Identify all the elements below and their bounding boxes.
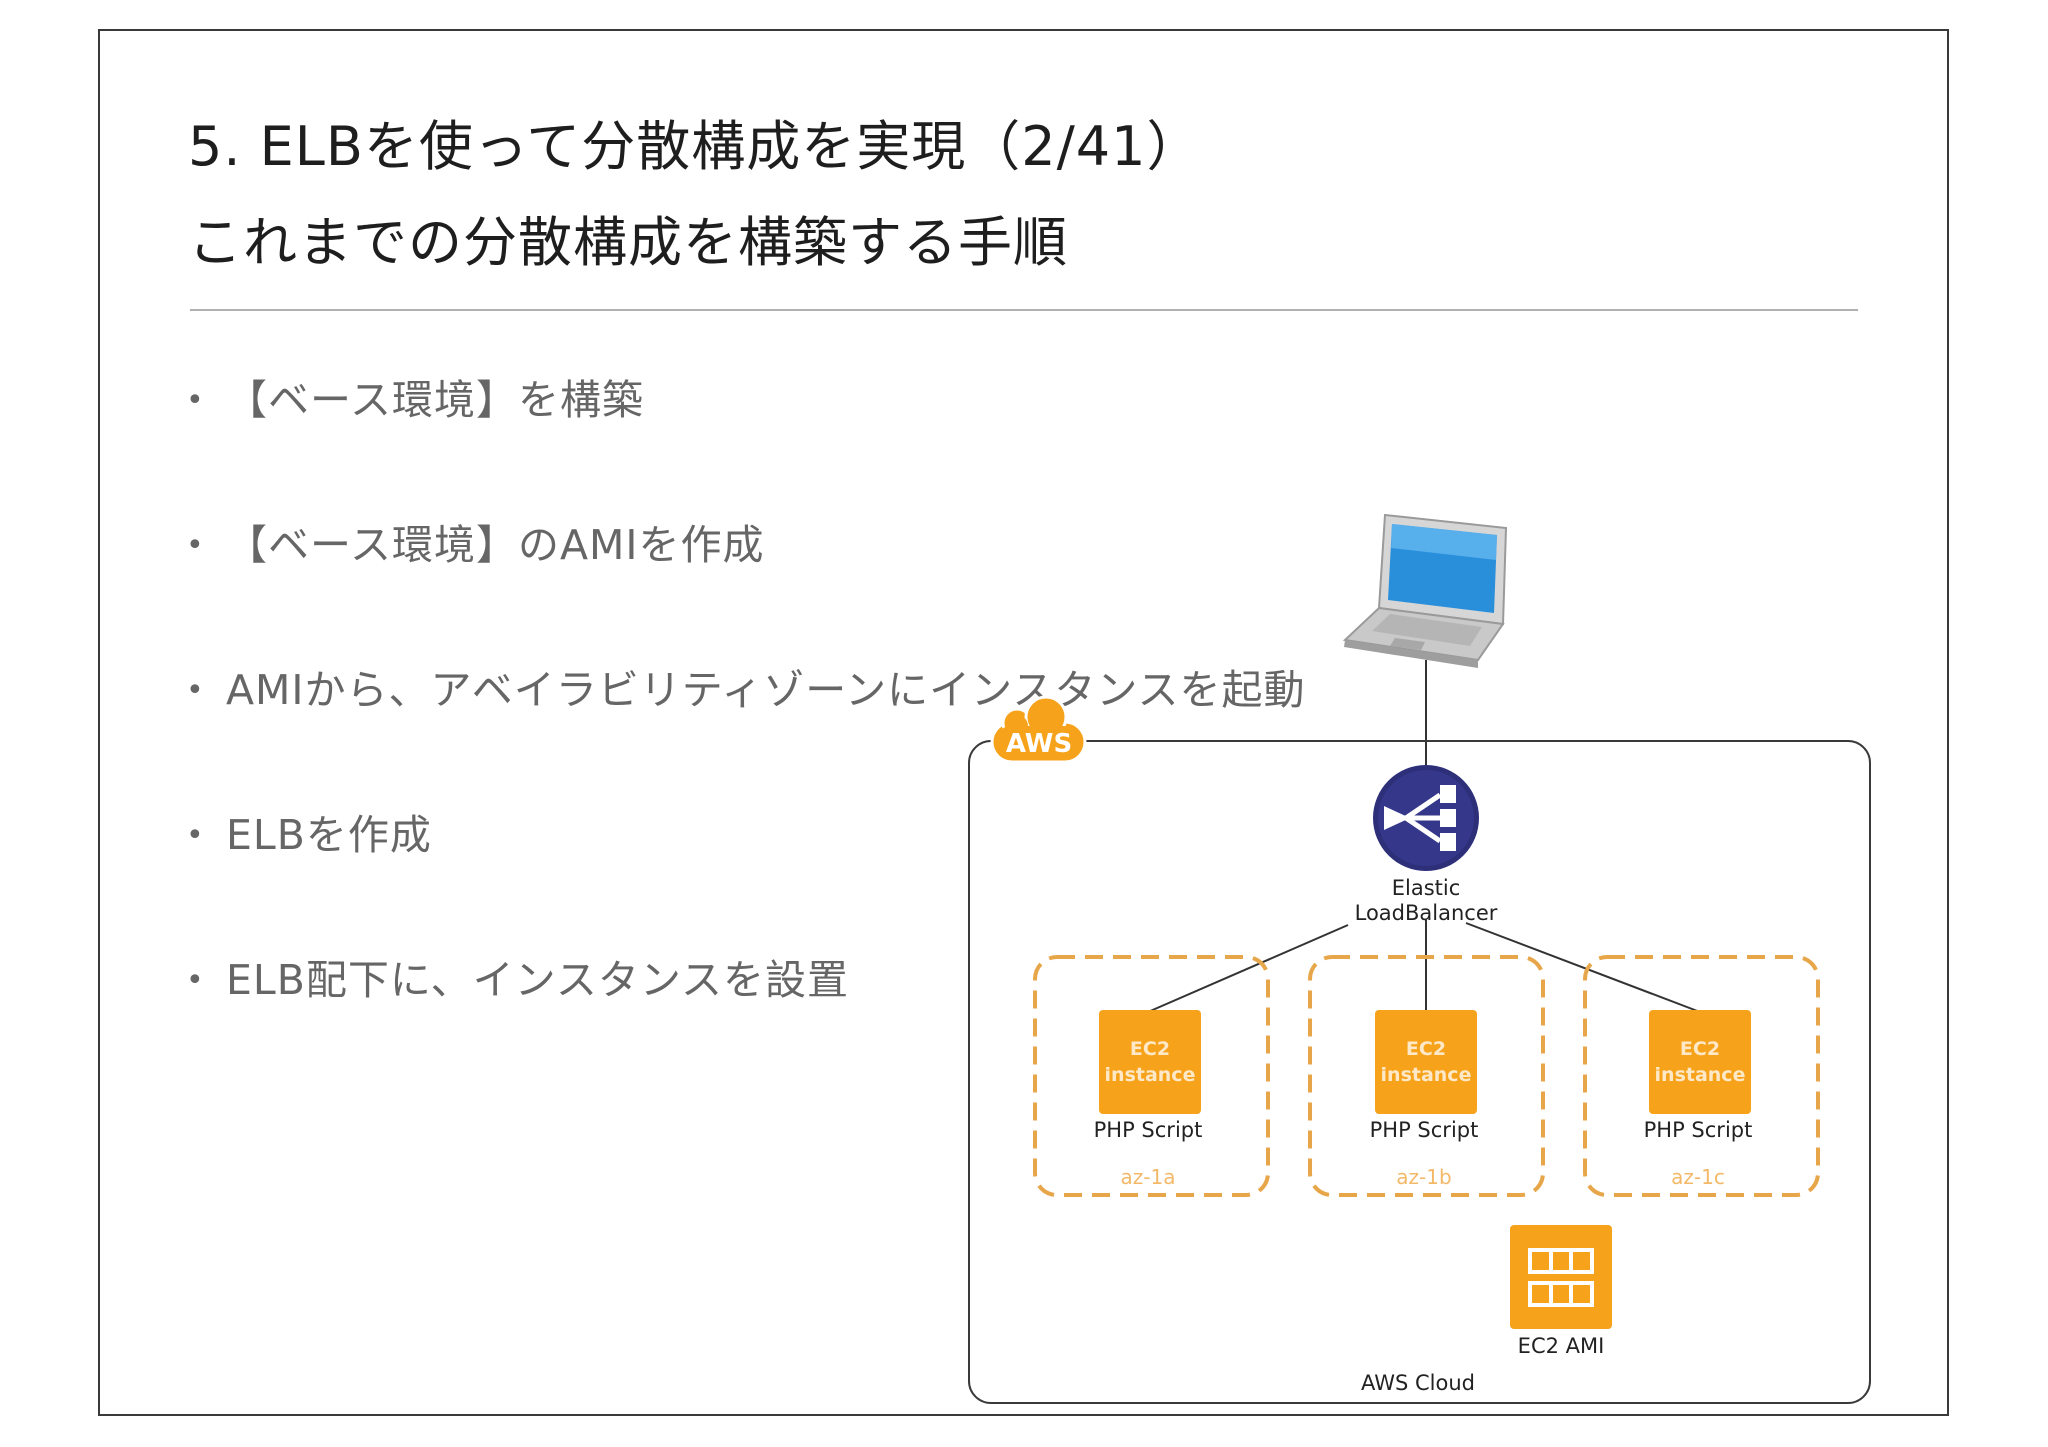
aws-badge-label: AWS [1006,729,1072,759]
bullet-marker: • [186,528,204,563]
elb-to-az1a-line [1147,924,1349,1013]
bullet-marker: • [186,383,204,418]
ec2-instance-icon [1375,1010,1477,1114]
ec2-icon-label-line2: instance [1381,1064,1472,1086]
ec2-icon-label-line1: EC2 [1130,1038,1170,1060]
bullet-item: • ELBを作成 [186,801,432,861]
ec2-ami-icon [1510,1225,1612,1329]
bullet-text: ELBを作成 [226,811,432,859]
aws-cloud-badge-icon [990,695,1087,764]
elastic-load-balancer-icon [1373,765,1479,871]
bullet-item: • 【ベース環境】を構築 [186,366,644,426]
slide-frame [98,29,1949,1416]
bullet-text: ELB配下に、インスタンスを設置 [226,956,850,1004]
bullet-marker: • [186,818,204,853]
availability-zone-box [1308,955,1545,1197]
availability-zone-box [1033,955,1270,1197]
php-script-label: PHP Script [1644,1118,1753,1142]
slide-subtitle: これまでの分散構成を構築する手順 [188,211,1068,274]
bullet-marker: • [186,673,204,708]
bullet-item: • ELB配下に、インスタンスを設置 [186,946,849,1006]
bullet-item: • AMIから、アベイラビリティゾーンにインスタンスを起動 [186,656,1306,716]
bullet-marker: • [186,963,204,998]
ec2-icon-label-line2: instance [1105,1064,1196,1086]
ec2-instance-icon [1099,1010,1201,1114]
az-label: az-1a [1121,1165,1176,1189]
aws-cloud-container [968,740,1871,1404]
bullet-text: 【ベース環境】のAMIを作成 [226,521,765,569]
elb-label-line1: Elastic [1392,876,1461,900]
slide-title: 5. ELBを使って分散構成を実現（2/41） [188,115,1202,178]
ec2-icon-label-line1: EC2 [1680,1038,1720,1060]
elb-to-az1c-line [1465,922,1701,1013]
bullet-item: • 【ベース環境】のAMIを作成 [186,511,764,571]
bullet-text: 【ベース環境】を構築 [226,376,644,424]
php-script-label: PHP Script [1094,1118,1203,1142]
bullet-text: AMIから、アベイラビリティゾーンにインスタンスを起動 [226,666,1306,714]
aws-cloud-label: AWS Cloud [1361,1371,1475,1395]
php-script-label: PHP Script [1370,1118,1479,1142]
ec2-instance-icon [1649,1010,1751,1114]
ec2-ami-label: EC2 AMI [1518,1334,1605,1358]
availability-zone-box [1583,955,1820,1197]
ec2-icon-label-line1: EC2 [1406,1038,1446,1060]
laptop-icon [1342,513,1508,668]
elb-label-line2: LoadBalancer [1355,901,1498,925]
ec2-icon-label-line2: instance [1655,1064,1746,1086]
az-label: az-1b [1396,1165,1451,1189]
az-label: az-1c [1671,1165,1725,1189]
title-divider [190,309,1858,311]
